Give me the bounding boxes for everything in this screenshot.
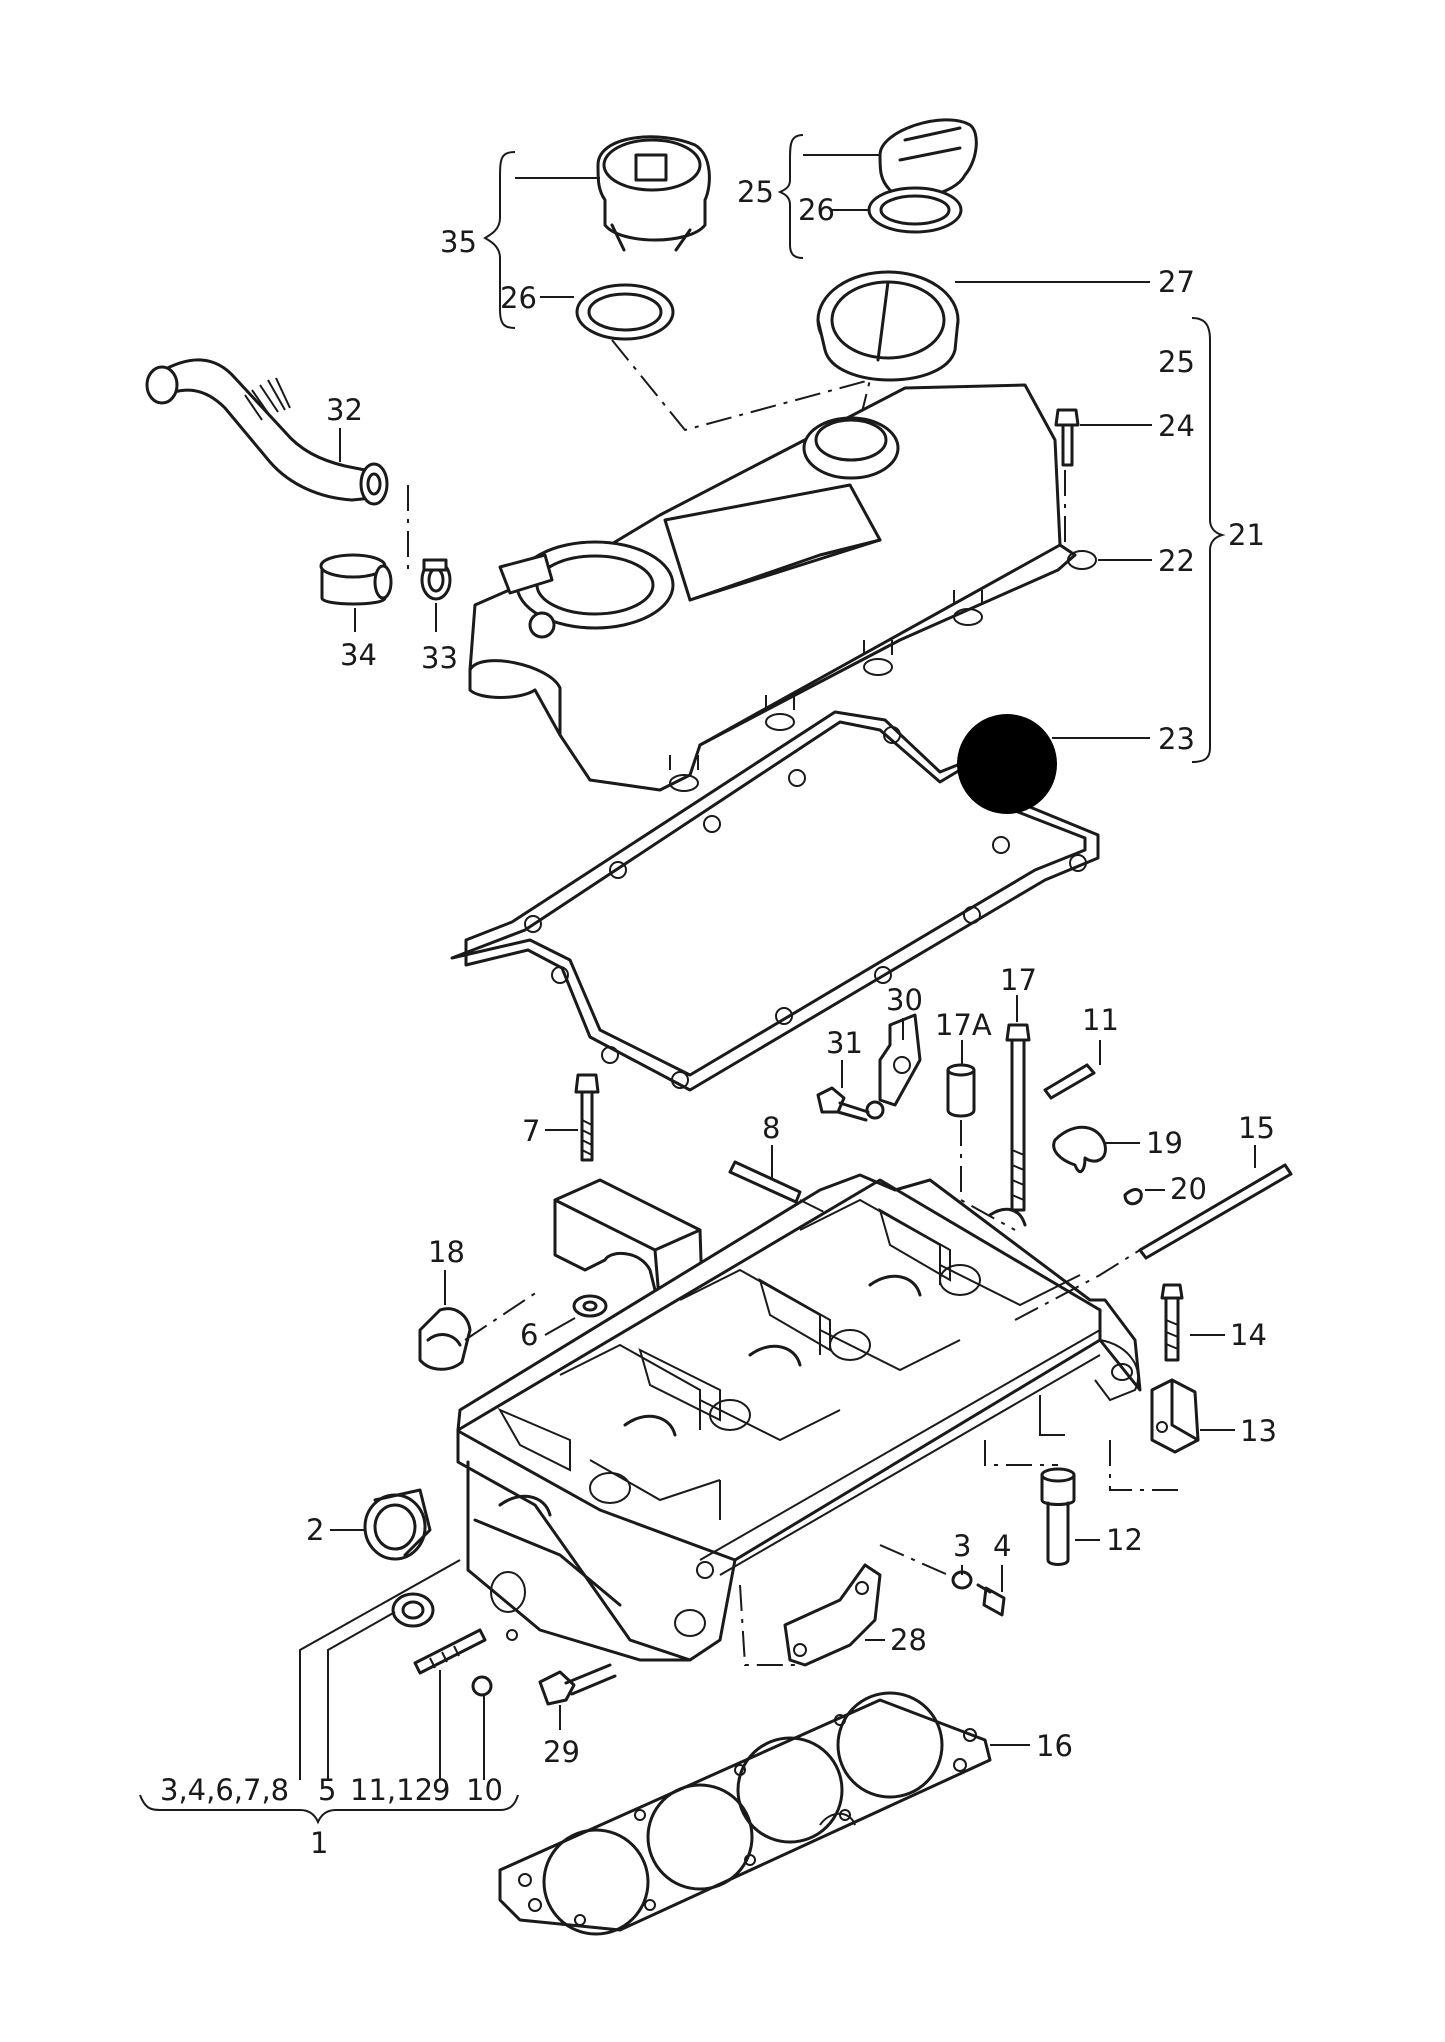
label-18: 18 xyxy=(428,1235,465,1269)
part-6-washer xyxy=(572,1294,608,1318)
part-16-head-gasket xyxy=(498,1691,992,1936)
label-15: 15 xyxy=(1238,1111,1275,1145)
part-28-bracket xyxy=(783,1563,882,1667)
assembly-line-bracket-13 xyxy=(1109,1440,1180,1491)
label-8: 8 xyxy=(762,1111,780,1145)
callout-labels: 35 26 25 26 27 25 24 21 22 23 32 34 33 1… xyxy=(160,175,1277,1860)
part-8-stud xyxy=(728,1160,802,1204)
assembly-line-cap-to-cover xyxy=(611,339,872,432)
assembly-line-stud-8 xyxy=(799,1199,831,1216)
label-19: 19 xyxy=(1146,1126,1183,1160)
highlight-marker xyxy=(957,714,1057,814)
label-24: 24 xyxy=(1158,409,1195,443)
label-group-9: 9 xyxy=(432,1773,450,1807)
label-2: 2 xyxy=(306,1513,324,1547)
label-17a: 17A xyxy=(935,1008,992,1042)
part-29-bolt xyxy=(538,1663,617,1706)
label-20: 20 xyxy=(1170,1172,1207,1206)
part-26-seal-ring-right xyxy=(867,186,963,234)
label-28: 28 xyxy=(890,1623,927,1657)
part-17a-sleeve xyxy=(946,1063,976,1118)
label-17: 17 xyxy=(1000,963,1037,997)
assembly-line-bracket-28 xyxy=(739,1584,795,1666)
label-25-side: 25 xyxy=(1158,345,1195,379)
cylinder-head xyxy=(456,1173,1142,1662)
part-15-rod xyxy=(1138,1163,1293,1260)
label-32: 32 xyxy=(326,393,363,427)
assembly-line-rod-15 xyxy=(1014,1249,1141,1321)
part-20-clip xyxy=(1123,1188,1143,1206)
label-21: 21 xyxy=(1228,518,1265,552)
part-34-sleeve xyxy=(319,553,393,606)
label-6: 6 xyxy=(520,1318,538,1352)
part-26-seal-ring-left xyxy=(575,283,675,341)
valve-cover xyxy=(468,383,1097,792)
label-11: 11 xyxy=(1082,1003,1119,1037)
assembly-line-dowel-17a xyxy=(960,1120,1016,1231)
part-10-plug xyxy=(471,1675,493,1697)
part-4-bolt xyxy=(976,1583,1006,1617)
label-34: 34 xyxy=(340,638,377,672)
part-11-dowel xyxy=(1043,1063,1096,1100)
assembly-line-bolt-12 xyxy=(984,1440,1058,1466)
part-2-shaft-seal xyxy=(363,1488,432,1561)
part-25-oil-filler-cap xyxy=(878,118,978,199)
part-5-seal xyxy=(391,1592,435,1628)
label-30: 30 xyxy=(886,983,923,1017)
label-31: 31 xyxy=(826,1026,863,1060)
label-26-left: 26 xyxy=(500,281,537,315)
leader-lines xyxy=(139,134,1256,1825)
label-group-3-4-6-7-8: 3,4,6,7,8 xyxy=(160,1773,289,1807)
label-group-11-12: 11,12 xyxy=(350,1773,433,1807)
label-4: 4 xyxy=(993,1529,1011,1563)
part-30-bracket xyxy=(865,1013,922,1120)
label-25-top: 25 xyxy=(737,175,774,209)
label-group-10: 10 xyxy=(466,1773,503,1807)
label-16: 16 xyxy=(1036,1729,1073,1763)
label-35: 35 xyxy=(440,225,477,259)
label-1: 1 xyxy=(310,1826,328,1860)
label-group-5: 5 xyxy=(318,1773,336,1807)
label-14: 14 xyxy=(1230,1318,1267,1352)
part-19-clip xyxy=(1052,1125,1107,1174)
label-22: 22 xyxy=(1158,544,1195,578)
label-29: 29 xyxy=(543,1735,580,1769)
label-27: 27 xyxy=(1158,265,1195,299)
part-24-bolt xyxy=(1054,408,1080,467)
part-32-breather-hose xyxy=(145,358,389,506)
part-14-bolt xyxy=(1160,1283,1184,1362)
label-12: 12 xyxy=(1106,1523,1143,1557)
label-3: 3 xyxy=(953,1529,971,1563)
label-26-right: 26 xyxy=(798,193,835,227)
assembly-line-bolt-3-4 xyxy=(879,1544,956,1579)
part-33-hose-clamp xyxy=(420,558,452,601)
part-31-bolt xyxy=(816,1086,870,1122)
label-33: 33 xyxy=(421,641,458,675)
label-13: 13 xyxy=(1240,1414,1277,1448)
part-17-bolt xyxy=(1005,1023,1031,1212)
part-27-filler-neck xyxy=(816,270,960,382)
part-9-stud xyxy=(413,1628,487,1675)
label-7: 7 xyxy=(522,1114,540,1148)
part-12-bolt xyxy=(1040,1467,1076,1566)
part-18-bearing-shell xyxy=(418,1307,472,1371)
part-13-bracket xyxy=(1150,1378,1200,1454)
part-7-bolt xyxy=(574,1073,600,1162)
part-35-breather-cap xyxy=(596,135,711,252)
label-23: 23 xyxy=(1158,722,1195,756)
assembly-line-shell-18 xyxy=(464,1289,541,1341)
